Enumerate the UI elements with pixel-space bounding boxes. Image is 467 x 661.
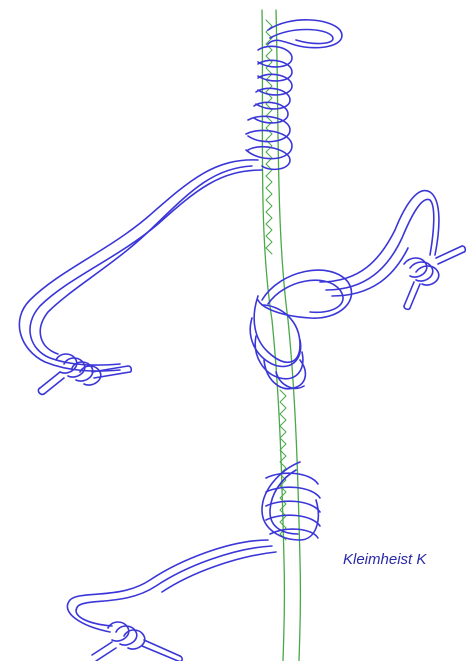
knot-caption: Kleimheist K	[343, 551, 426, 568]
double-fishermans-knot	[19, 160, 262, 395]
bachmann-knot	[250, 191, 465, 389]
prusik-knot	[246, 20, 342, 170]
